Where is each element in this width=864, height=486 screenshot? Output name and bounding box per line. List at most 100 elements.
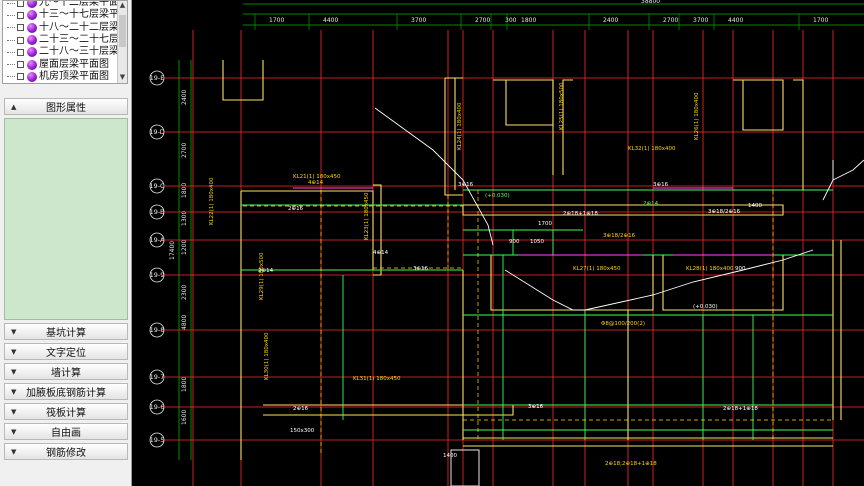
dashed-beam-lines <box>243 190 833 455</box>
chevron-down-icon: ▼ <box>11 427 17 436</box>
beam-label: KL26(1) 180x400 <box>694 92 700 140</box>
scroll-down-icon[interactable]: ▼ <box>119 73 126 81</box>
section-graphic-properties[interactable]: ▲ 图形属性 <box>4 98 128 115</box>
layer-item-label: 九～十二层梁平面 <box>39 0 119 9</box>
left-panel: 九～十二层梁平面 十三～十七层梁平 十八～二十二层梁 二十三～二十七层 二十八～… <box>0 0 132 486</box>
layer-item[interactable]: 二十八～三十层梁 <box>3 46 127 58</box>
axis-label: 19-A <box>150 236 165 244</box>
section-label: 基坑计算 <box>46 328 86 339</box>
layer-sphere-icon <box>27 35 37 46</box>
beam-label: KL22(1) 180x400 <box>209 177 215 225</box>
dimension-text: 2400 <box>181 90 188 105</box>
beam-label: KL30(1) 180x400 <box>264 332 270 380</box>
layer-item[interactable]: 十八～二十二层梁 <box>3 22 127 34</box>
section-text-locate[interactable]: ▼ 文字定位 <box>4 343 128 360</box>
axis-bubble: 19-D <box>149 124 165 140</box>
beam-label: KL29(1) 180x500 <box>259 252 265 300</box>
chevron-down-icon: ▼ <box>11 327 17 336</box>
layer-item-label: 十八～二十二层梁 <box>39 21 119 33</box>
rebar-label: 3⊕18/2⊕16 <box>708 209 741 215</box>
layer-list-scrollbar[interactable]: ▲ ▼ <box>117 1 127 83</box>
axis-bubble: 19-7 <box>149 369 165 385</box>
scroll-up-icon[interactable]: ▲ <box>119 1 126 9</box>
beam-label: KL21(1) 180x450 <box>293 174 341 180</box>
tree-line-icon <box>7 64 15 66</box>
axis-label: 19-9 <box>150 271 165 279</box>
rebar-label: 2⊕14 <box>258 268 274 274</box>
layer-sphere-icon <box>27 22 37 33</box>
layer-item[interactable]: 屋面层梁平面图 <box>3 58 127 70</box>
layer-item[interactable]: 九～十二层梁平面 <box>3 0 127 9</box>
small-text: 1400 <box>748 203 762 209</box>
layer-item-label: 屋面层梁平面图 <box>39 58 109 70</box>
layer-checkbox[interactable] <box>17 24 24 32</box>
rebar-label: 2⊕18+1⊕18 <box>723 406 758 412</box>
rebar-label: 2⊕16 <box>293 406 309 412</box>
layer-checkbox[interactable] <box>17 48 24 56</box>
dimension-text: 1300 <box>181 211 188 226</box>
beam-label: KL23(1) 180x450 <box>364 192 370 240</box>
layer-item[interactable]: 十三～十七层梁平 <box>3 9 127 21</box>
layer-checkbox[interactable] <box>17 1 24 7</box>
dimension-text: 300 <box>505 17 517 24</box>
small-text: 1700 <box>538 221 552 227</box>
dimension-text: 4800 <box>181 315 188 330</box>
axis-bubble: 19-5 <box>149 432 165 448</box>
chevron-down-icon: ▼ <box>11 347 17 356</box>
tree-line-icon <box>7 76 15 78</box>
scrollbar-thumb[interactable] <box>119 15 126 47</box>
section-free-draw[interactable]: ▼ 自由画 <box>4 423 128 440</box>
section-rebar-modify[interactable]: ▼ 钢筋修改 <box>4 443 128 460</box>
layer-sphere-icon <box>27 71 37 82</box>
section-label: 加腋板底钢筋计算 <box>26 388 106 399</box>
axis-label: 19-8 <box>150 326 165 334</box>
axis-bubble: 19-6 <box>149 399 165 415</box>
dimension-text: 17400 <box>169 241 176 260</box>
left-dimension-chain <box>178 60 192 460</box>
axis-label: 19-C <box>149 182 165 190</box>
layer-item[interactable]: 二十三～二十七层 <box>3 34 127 46</box>
dimension-text: 4400 <box>728 17 743 24</box>
dimension-text: 1600 <box>181 410 188 425</box>
rebar-label: 4⊕14 <box>308 180 324 186</box>
layer-list[interactable]: 九～十二层梁平面 十三～十七层梁平 十八～二十二层梁 二十三～二十七层 二十八～… <box>2 0 128 84</box>
axis-bubble: 19-E <box>149 70 165 86</box>
dimension-text: 1700 <box>269 17 284 24</box>
rebar-label: 3⊕16 <box>528 404 544 410</box>
layer-item-label: 二十三～二十七层 <box>39 34 119 46</box>
rebar-label: 2⊕18;2⊕18+1⊕18 <box>605 461 657 467</box>
dimension-text: 3700 <box>411 17 426 24</box>
tree-line-icon <box>7 51 15 53</box>
layer-sphere-icon <box>27 59 37 70</box>
chevron-down-icon: ▼ <box>11 407 17 416</box>
section-wall-calc[interactable]: ▼ 墙计算 <box>4 363 128 380</box>
axis-bubble: 19-C <box>149 178 165 194</box>
section-label: 钢筋修改 <box>46 448 86 459</box>
section-pit-calc[interactable]: ▼ 基坑计算 <box>4 323 128 340</box>
chevron-up-icon: ▲ <box>11 102 17 111</box>
left-dimension-texts: 2400270018001300120023001740048001800160… <box>169 90 188 425</box>
layer-checkbox[interactable] <box>17 36 24 44</box>
layer-checkbox[interactable] <box>17 61 24 69</box>
section-label: 图形属性 <box>46 103 86 114</box>
tree-line-icon <box>7 2 15 4</box>
section-label: 文字定位 <box>46 348 86 359</box>
axis-bubble: 19-9 <box>149 267 165 283</box>
small-text: 1400 <box>443 453 457 459</box>
layer-checkbox[interactable] <box>17 11 24 19</box>
dimension-text: 1200 <box>181 240 188 255</box>
layer-item[interactable]: 机房顶梁平面图 <box>3 71 127 83</box>
layer-item-label: 十三～十七层梁平 <box>39 9 119 21</box>
dimension-text: 4400 <box>323 17 338 24</box>
layer-checkbox[interactable] <box>17 73 24 81</box>
axis-label: 19-5 <box>150 436 165 444</box>
axis-label: 19-D <box>149 128 165 136</box>
chevron-down-icon: ▼ <box>11 387 17 396</box>
section-raft-calc[interactable]: ▼ 筏板计算 <box>4 403 128 420</box>
section-haunch-slab-rebar[interactable]: ▼ 加腋板底钢筋计算 <box>4 383 128 400</box>
rebar-label: 2⊕18+1⊕18 <box>563 211 598 217</box>
